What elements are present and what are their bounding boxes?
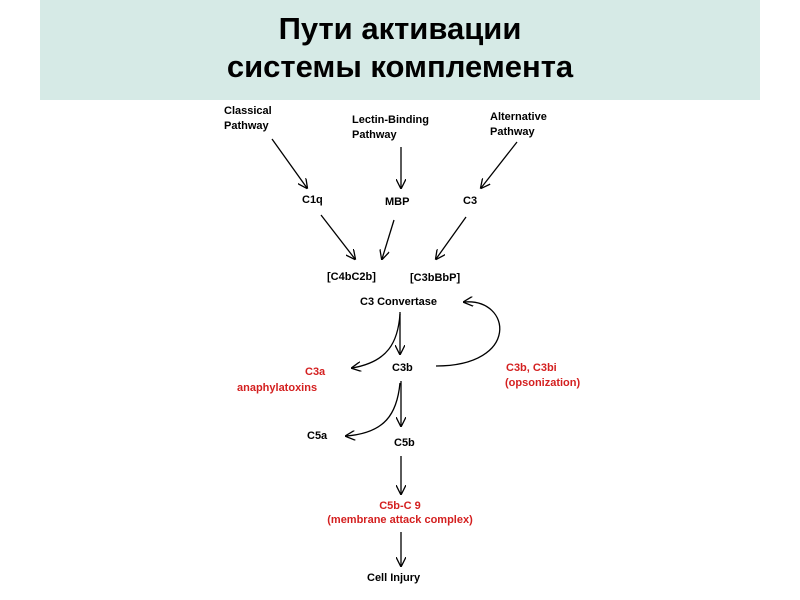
title-line-1: Пути активации — [278, 11, 522, 46]
label-membrane-attack-complex: (membrane attack complex) — [327, 514, 473, 526]
alternative-pathway-line-1: Alternative — [490, 111, 547, 123]
alternative-pathway-line-2: Pathway — [490, 126, 535, 138]
lectin-pathway-line-1: Lectin-Binding — [352, 114, 429, 126]
arrow-convertase-to-c3a — [352, 313, 401, 368]
node-cell-injury: Cell Injury — [367, 572, 421, 584]
node-c1q: C1q — [302, 194, 323, 206]
arrow-alternative-to-c3 — [481, 141, 518, 188]
classical-pathway-line-2: Pathway — [224, 120, 269, 132]
label-c3b-c3bi: C3b, C3bi — [506, 362, 557, 374]
lectin-pathway-line-2: Pathway — [352, 129, 397, 141]
node-mbp: MBP — [385, 196, 410, 208]
node-c4bc2b: [C4bC2b] — [327, 271, 376, 283]
alternative-pathway-label: Alternative Pathway — [490, 110, 547, 140]
label-c3a: C3a — [305, 366, 326, 378]
node-c3: C3 — [463, 195, 478, 207]
arrow-c1q-to-c4bc2b — [320, 214, 355, 259]
classical-pathway-line-1: Classical — [224, 105, 272, 117]
classical-pathway-label: Classical Pathway — [224, 104, 272, 134]
title-band: Пути активации системы комплемента — [40, 0, 760, 100]
arrow-c3-to-c3bbbp — [436, 216, 467, 259]
arrow-mbp-to-c4bc2b — [382, 219, 395, 259]
label-anaphylatoxins: anaphylatoxins — [237, 382, 318, 394]
arrow-c3b-feedback — [435, 302, 501, 367]
arrow-classical-to-c1q — [271, 138, 307, 188]
node-c3bbbp: [C3bBbP] — [410, 272, 461, 284]
title-line-2: системы комплемента — [226, 49, 574, 84]
arrow-c3b-to-c5a — [346, 382, 401, 436]
label-c5b-c9: C5b-C 9 — [379, 500, 421, 512]
node-c3b: C3b — [392, 362, 413, 374]
node-c3-convertase: C3 Convertase — [360, 296, 438, 308]
label-opsonization: (opsonization) — [505, 377, 581, 389]
lectin-pathway-label: Lectin-Binding Pathway — [352, 113, 429, 143]
node-c5a: C5a — [307, 430, 328, 442]
node-c5b: C5b — [394, 437, 415, 449]
